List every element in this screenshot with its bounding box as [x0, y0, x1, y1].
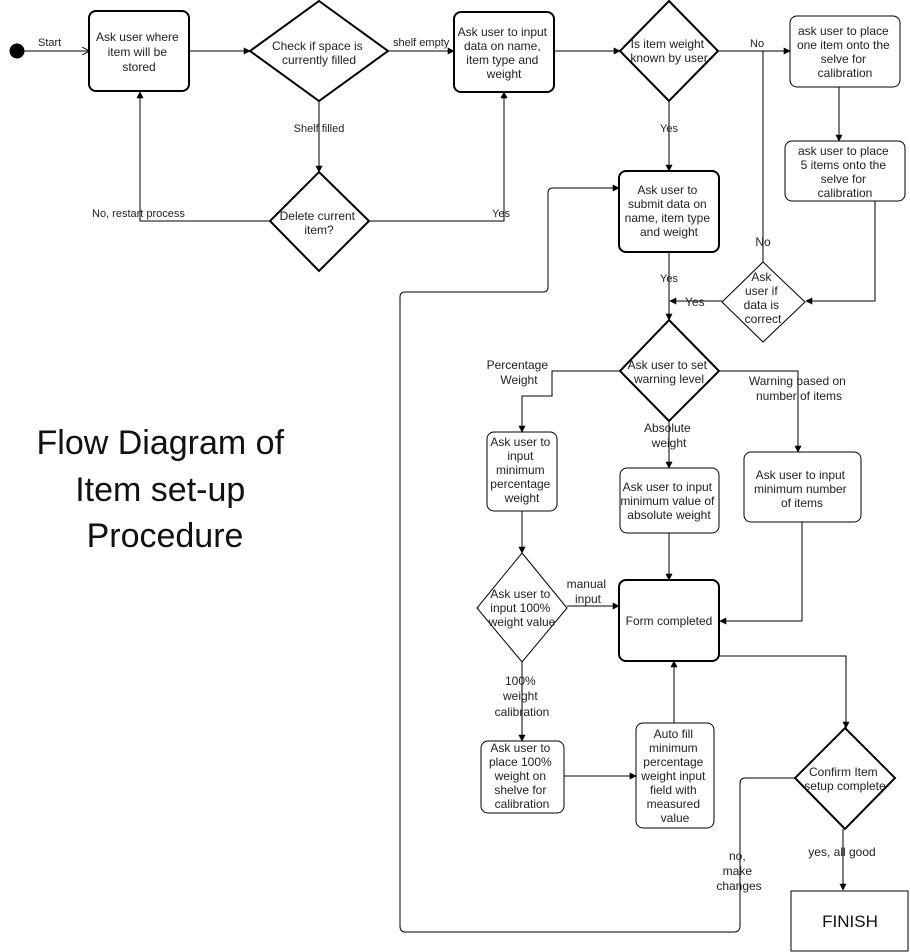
node-delete-item [268, 170, 371, 273]
node-form-completed-text: Form completed [626, 614, 713, 628]
edge-form-to-confirm [719, 655, 850, 729]
edge-confirm-to-submit [399, 184, 795, 933]
edge-items-to-form [719, 522, 803, 625]
label-yes-delete: Yes [492, 208, 510, 220]
label-percentage-weight: Percentage Weight [487, 358, 552, 387]
node-min-percentage-text: Ask user to input minimum percentage wei… [490, 435, 553, 505]
node-place-100-text: Ask user to place 100% weight on shelve … [489, 741, 555, 811]
edge-place-five-to-data-correct [805, 201, 876, 305]
edge-labels: shelf empty Shelf filled No, restart pro… [92, 37, 876, 893]
node-place-five [784, 140, 906, 202]
node-ask-storage-text: Ask user where item will be stored [96, 30, 182, 74]
node-ask-storage [88, 10, 190, 92]
label-shelf-empty: shelf empty [393, 37, 450, 49]
node-finish-text: FINISH [822, 912, 878, 931]
node-warning-level-text: Ask user to set warning level [628, 358, 711, 386]
node-delete-item-text: Delete current item? [280, 209, 359, 237]
node-input-100-text: Ask user to input 100% weight value [488, 587, 556, 629]
node-min-percentage [486, 431, 558, 512]
label-no-make-changes: no, make changes [716, 849, 761, 893]
node-data-correct-text: Ask user if data is correct [744, 270, 783, 326]
node-submit-data-text: Ask user to submit data on name, item ty… [625, 183, 714, 239]
diagram-title: Flow Diagram of Item set-up Procedure [37, 424, 294, 555]
edges [18, 51, 876, 933]
label-no-weight: No [750, 38, 764, 50]
node-weight-known [618, 0, 720, 103]
node-submit-data [618, 170, 720, 253]
node-auto-fill-text: Auto fill minimum percentage weight inpu… [640, 727, 708, 825]
node-place-one [789, 15, 901, 88]
node-confirm-setup-text: Confirm Item setup complete [804, 765, 886, 793]
node-weight-known-text: Is item weight known by user [630, 37, 707, 65]
label-shelf-filled: Shelf filled [294, 123, 345, 135]
edge-delete-to-ask-storage [136, 91, 270, 222]
node-place-one-text: ask user to place one item onto the selv… [797, 24, 893, 80]
label-no-correct: No [755, 235, 771, 249]
label-calibration-100: 100% weight calibration [495, 674, 550, 719]
label-yes-correct: Yes [685, 295, 705, 309]
node-input-data [453, 11, 555, 93]
start-dot [9, 43, 25, 59]
node-warning-level [618, 318, 721, 423]
node-data-correct [721, 261, 806, 343]
node-place-five-text: ask user to place 5 items onto the selve… [798, 144, 892, 200]
edge-warning-to-percentage [518, 370, 620, 433]
node-check-space [248, 0, 390, 103]
node-min-absolute-text: Ask user to input minimum value of absol… [620, 480, 717, 522]
node-min-items [743, 451, 862, 523]
node-input-100 [476, 552, 568, 663]
node-place-100 [480, 740, 565, 814]
node-min-items-text: Ask user to input minimum number of item… [754, 468, 850, 510]
node-finish [790, 890, 909, 952]
edge-warning-to-items [718, 370, 802, 453]
label-no-restart: No, restart process [92, 208, 185, 220]
label-manual-input: manual input [567, 577, 610, 606]
nodes: Ask user where item will be stored Check… [88, 0, 909, 952]
label-warning-items: Warning based on number of items [749, 374, 849, 403]
label-yes-submit: Yes [660, 273, 678, 285]
node-min-absolute [619, 467, 720, 534]
node-input-data-text: Ask user to input data on name, item typ… [458, 25, 551, 81]
node-confirm-setup [793, 726, 897, 831]
node-auto-fill [635, 722, 715, 829]
label-yes-weight: Yes [660, 123, 678, 135]
label-yes-all-good: yes, all good [808, 845, 875, 859]
node-form-completed [618, 579, 720, 662]
edge-delete-to-input-data [369, 91, 508, 222]
start-label: Start [38, 37, 61, 49]
node-check-space-text: Check if space is currently filled [272, 39, 366, 67]
label-absolute-weight: Absolute weight [644, 421, 694, 450]
